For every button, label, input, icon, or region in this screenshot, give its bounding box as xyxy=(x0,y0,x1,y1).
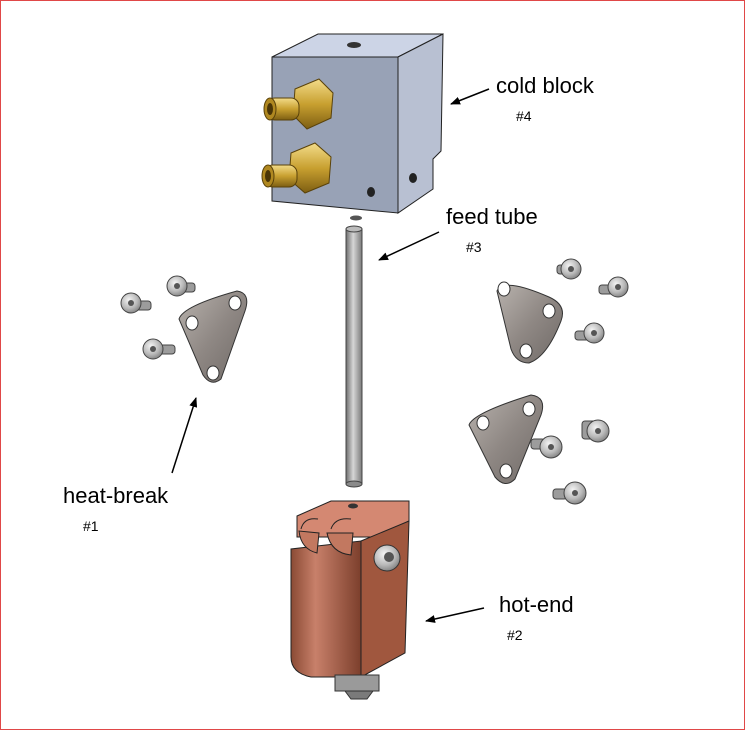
hot-end-number: #2 xyxy=(507,627,523,643)
fitting-upper xyxy=(263,78,334,130)
feed-tube xyxy=(345,225,363,488)
screw xyxy=(166,275,196,297)
screw xyxy=(581,419,610,443)
screw xyxy=(574,322,605,344)
feed-tube-label: feed tube xyxy=(446,204,538,229)
heat-break-label: heat-break xyxy=(63,483,169,508)
screw xyxy=(142,338,176,360)
screw xyxy=(530,435,563,459)
hot-end-arrow xyxy=(425,607,485,623)
plate-right-lower xyxy=(468,394,544,484)
hot-end-label: hot-end xyxy=(499,592,574,617)
plate-left xyxy=(178,290,248,383)
heat-break-arrow xyxy=(171,397,198,474)
screw xyxy=(556,258,582,280)
screw xyxy=(120,292,152,314)
heat-break-number: #1 xyxy=(83,518,99,534)
hot-end-block xyxy=(290,500,410,700)
screw xyxy=(598,276,629,298)
cold-block-arrow xyxy=(450,88,490,105)
cold-block-label: cold block xyxy=(496,73,594,98)
plate-right-upper xyxy=(496,281,563,364)
screw xyxy=(552,481,587,505)
cold-block xyxy=(271,33,444,221)
cold-block-number: #4 xyxy=(516,108,532,124)
feed-tube-number: #3 xyxy=(466,239,482,255)
feed-tube-arrow xyxy=(378,231,440,261)
fitting-lower xyxy=(261,142,332,194)
